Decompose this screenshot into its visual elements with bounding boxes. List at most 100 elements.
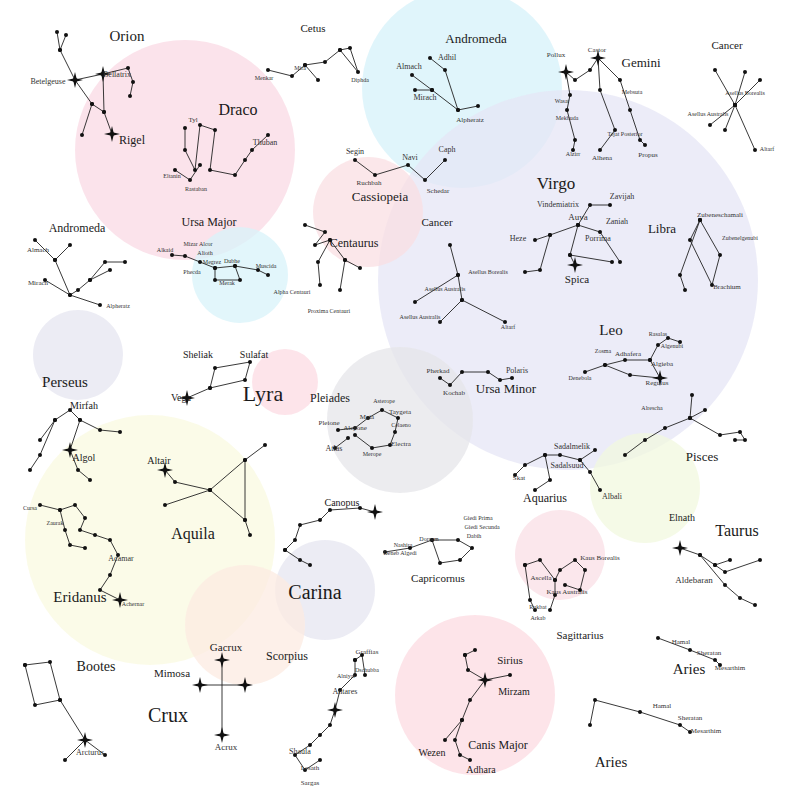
star-dot <box>102 110 106 114</box>
star-dot <box>476 104 480 108</box>
star-dot <box>638 710 642 714</box>
constellation-name: Sheliak <box>183 350 213 360</box>
constellation-lines <box>25 32 760 770</box>
star-dot <box>523 563 527 567</box>
star-dot <box>468 758 472 762</box>
star-name: Rastaban <box>185 186 207 192</box>
star-dot <box>353 658 357 662</box>
star-dot <box>460 718 464 722</box>
star-dot <box>456 538 460 542</box>
sky-circle <box>33 310 123 400</box>
constellation-name: Andromeda <box>445 32 506 45</box>
star-dot <box>588 68 592 72</box>
star-dot <box>173 168 177 172</box>
constellation-name: Cancer <box>711 40 742 51</box>
constellation-line <box>525 565 535 610</box>
star-dot <box>83 546 87 550</box>
star-dot <box>208 488 212 492</box>
star-dot <box>733 103 737 107</box>
star-dot <box>523 463 527 467</box>
star-dot <box>353 658 357 662</box>
star-dot <box>610 260 614 264</box>
constellation-name: Aquarius <box>523 492 567 504</box>
star-name: Tejat Posterior <box>607 131 642 137</box>
constellation-name: Carina <box>288 582 341 602</box>
star-name: Celaeno <box>391 422 411 428</box>
constellation-line <box>165 445 265 490</box>
star-dot <box>443 68 447 72</box>
star-name: Zaniah <box>606 218 628 226</box>
star-dot <box>588 203 592 207</box>
star-name: Alpha Centauri <box>274 289 311 295</box>
star-dot <box>563 583 567 587</box>
star-name: Mirach <box>28 280 48 287</box>
constellation-line <box>187 362 250 398</box>
star-dot <box>428 56 432 60</box>
star-dot <box>583 370 587 374</box>
star-dot <box>263 443 267 447</box>
star-dot <box>298 523 302 527</box>
star-dot <box>55 30 59 34</box>
constellation-name: Sagittarius <box>556 630 603 641</box>
star-dot <box>266 133 270 137</box>
star-dot <box>430 88 434 92</box>
star-dot <box>573 558 577 562</box>
constellation-name: Draco <box>218 102 257 118</box>
constellation-name: Libra <box>648 222 676 235</box>
star-dot <box>678 273 682 277</box>
star-dot <box>208 386 212 390</box>
star-dot <box>588 723 592 727</box>
star-name: Kaus Borealis <box>580 555 619 562</box>
star-dot <box>123 260 127 264</box>
bright-star <box>77 732 93 748</box>
constellation-line <box>690 418 745 440</box>
constellation-line <box>185 125 268 175</box>
star-dot <box>283 548 287 552</box>
constellation-name: Cassiopeia <box>352 190 408 203</box>
constellation-line <box>222 660 223 735</box>
constellation-line <box>735 105 755 150</box>
star-dot <box>370 446 374 450</box>
sky-circle <box>590 433 700 543</box>
star-dot <box>703 408 707 412</box>
star-dot <box>243 158 247 162</box>
star-name: Algieba <box>651 361 673 368</box>
constellation-name: Mirfah <box>70 401 98 411</box>
star-name: Hamal <box>653 703 672 710</box>
star-name: Asterope <box>373 398 395 404</box>
star-dot <box>102 110 106 114</box>
star-name: Algenubi <box>661 343 683 349</box>
star-dot <box>193 168 197 172</box>
star-name: Kochab <box>443 390 465 397</box>
star-dot <box>250 148 254 152</box>
star-name: Pherkad <box>427 368 450 375</box>
star-name: Zubenelgenubi <box>722 235 758 241</box>
star-dot <box>363 673 367 677</box>
constellation-line <box>525 235 550 272</box>
star-name: Proxima Centauri <box>308 308 351 314</box>
constellation-name: Aries <box>595 755 628 770</box>
constellation-name: Gacrux <box>210 642 242 653</box>
star-dot <box>438 376 442 380</box>
star-dot <box>430 88 434 92</box>
star-dot <box>548 233 552 237</box>
star-dot <box>328 723 332 727</box>
star-name: Pollux <box>547 52 565 59</box>
star-dot <box>456 108 460 112</box>
star-name: Caph <box>439 146 456 154</box>
star-name: Mizar Alcor <box>183 241 212 247</box>
star-dot <box>118 430 122 434</box>
star-dot <box>90 102 94 106</box>
star-dot <box>718 253 722 257</box>
star-dot <box>558 453 562 457</box>
star-dot <box>533 238 537 242</box>
star-dot <box>93 533 97 537</box>
star-name: Hamal <box>672 639 691 646</box>
star-dot <box>603 363 607 367</box>
star-name: Giedi Prima <box>463 515 492 521</box>
star-dot <box>698 553 702 557</box>
star-name: Nashira <box>394 542 413 548</box>
constellation-line <box>40 505 120 600</box>
star-dot <box>623 453 627 457</box>
star-name: Altarf <box>760 146 774 152</box>
